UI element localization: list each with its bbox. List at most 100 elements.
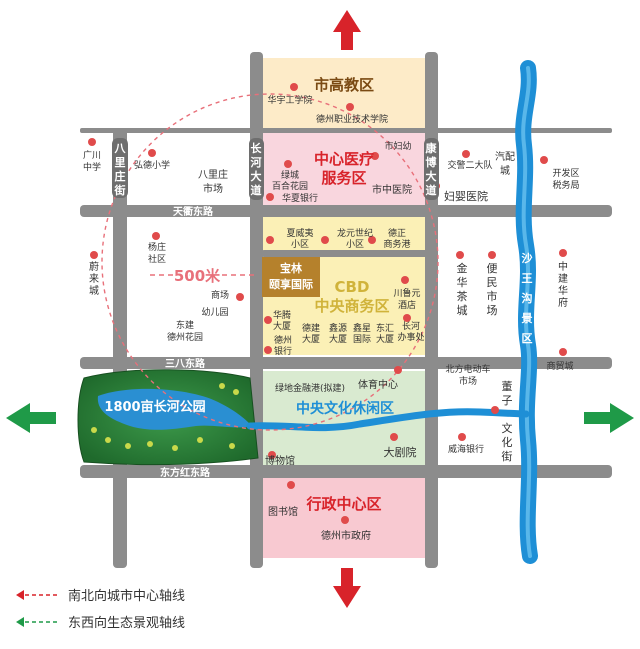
poi-xinyuan: 鑫源 <box>329 322 347 334</box>
road-label-sanba: 三八东路 <box>165 357 206 370</box>
poi-xiaweiyi-1: 夏威夷 <box>286 227 313 239</box>
river-shawang-highlight <box>521 66 532 558</box>
svg-text:城: 城 <box>457 304 468 317</box>
poi-huateng: 华腾 <box>273 309 291 321</box>
svg-text:府: 府 <box>558 296 568 309</box>
arrow-east <box>584 403 634 433</box>
svg-text:道: 道 <box>426 183 437 197</box>
zone-medical-bg <box>262 132 426 211</box>
poi-lvcheng-2: 百合花园 <box>272 180 308 192</box>
river-culture <box>246 408 530 432</box>
poi-labels: 华宇工学院 德州职业技术学院 市妇幼 市中医院 绿城 百合花园 华夏银行 交警二… <box>83 94 580 542</box>
poi-shizhongyiyuan: 市中医院 <box>372 183 412 196</box>
poi-guangchuan-1: 广川 <box>83 149 101 161</box>
svg-text:建: 建 <box>558 272 568 285</box>
svg-text:办事处: 办事处 <box>397 331 424 343</box>
poi-vertical-labels: 蔚 来 城 金 华 茶 城 便 民 市 场 中 建 华 府 <box>89 260 568 317</box>
svg-text:沙: 沙 <box>522 252 533 265</box>
svg-text:文: 文 <box>502 421 513 435</box>
poi-shangmao: 商贸城 <box>546 360 573 372</box>
poi-theatre: 大剧院 <box>384 445 417 459</box>
project-block <box>262 257 320 297</box>
svg-text:国际: 国际 <box>353 334 371 345</box>
poi-yangzhuang-2: 社区 <box>148 253 166 265</box>
road-tianqu <box>80 205 612 217</box>
svg-text:市: 市 <box>487 289 498 303</box>
svg-text:城: 城 <box>89 285 99 297</box>
radius-label: 500米 <box>174 267 221 285</box>
svg-text:街: 街 <box>114 183 126 197</box>
poi-library: 图书馆 <box>268 505 298 518</box>
poi-weihai-bank: 威海银行 <box>448 443 484 455</box>
poi-changhe-office: 长河 <box>402 320 420 332</box>
svg-text:王: 王 <box>522 272 533 285</box>
poi-lvdi: 绿地金融港(拟建) <box>275 382 345 394</box>
svg-text:董: 董 <box>502 380 513 393</box>
zone-medical-title-2: 服务区 <box>321 169 366 187</box>
svg-text:八: 八 <box>114 142 127 155</box>
svg-text:大: 大 <box>251 169 262 183</box>
svg-text:沟: 沟 <box>522 291 533 305</box>
poi-market: 商场 <box>211 289 229 301</box>
zone-education-bg <box>262 58 426 130</box>
poi-dongjian-2: 德州花园 <box>167 331 203 343</box>
road-label-kangbo: 康 博 大 道 <box>424 138 439 200</box>
svg-text:茶: 茶 <box>457 290 468 303</box>
poi-xinxing: 鑫星 <box>353 322 371 334</box>
poi-qipei-2: 城 <box>500 165 510 177</box>
poi-jiaojing: 交警二大队 <box>447 159 492 171</box>
road-dongfanghong <box>80 465 612 478</box>
svg-text:博: 博 <box>426 155 437 169</box>
svg-text:道: 道 <box>251 183 262 197</box>
cbd-building-labels: 华腾 大厦 德建 大厦 鑫源 大厦 鑫星 国际 东汇 大厦 德州 银行 长河 办… <box>273 309 425 357</box>
poi-balizhuang-market-1: 八里庄 <box>198 168 228 181</box>
road-label-dongzi: 董 子 文 化 街 <box>502 380 513 463</box>
zone-cbd-title-1: CBD <box>335 278 370 296</box>
poi-donghui: 东汇 <box>376 322 394 334</box>
svg-text:大厦: 大厦 <box>302 333 320 345</box>
svg-text:里: 里 <box>115 156 126 169</box>
svg-text:大厦: 大厦 <box>329 333 347 345</box>
poi-dezhou-vocational: 德州职业技术学院 <box>316 113 388 125</box>
poi-longyuan-1: 龙元世纪 <box>337 227 373 239</box>
poi-museum: 博物馆 <box>265 454 295 467</box>
road-label-dongfanghong: 东方红东路 <box>160 466 211 479</box>
svg-text:来: 来 <box>89 273 99 285</box>
svg-text:化: 化 <box>502 435 513 449</box>
poi-balizhuang-market-2: 市场 <box>203 182 223 195</box>
zone-culture-title: 中央文化休闲区 <box>296 400 394 417</box>
poi-kaifaqu-1: 开发区 <box>552 167 579 179</box>
poi-yangzhuang-1: 杨庄 <box>148 241 166 253</box>
poi-hongde: 弘德小学 <box>134 159 170 171</box>
poi-weilai: 蔚 <box>89 261 99 273</box>
legend: 南北向城市中心轴线 东西向生态景观轴线 <box>16 588 185 631</box>
park-title: 1800亩长河公园 <box>104 399 205 415</box>
legend-ew: 东西向生态景观轴线 <box>68 615 185 631</box>
svg-text:大厦: 大厦 <box>273 320 291 332</box>
svg-text:银行: 银行 <box>274 345 292 357</box>
poi-ev-market-1: 北方电动车 <box>445 363 490 375</box>
svg-text:大厦: 大厦 <box>376 333 394 345</box>
poi-guangchuan-2: 中学 <box>83 161 101 173</box>
svg-text:华: 华 <box>457 275 468 289</box>
svg-text:大: 大 <box>426 169 437 183</box>
poi-huayu: 华宇工学院 <box>267 94 312 106</box>
svg-text:景: 景 <box>521 312 533 325</box>
svg-text:民: 民 <box>487 276 498 289</box>
poi-kaifaqu-2: 税务局 <box>552 179 579 191</box>
arrow-west <box>6 403 56 433</box>
poi-huaxia-bank: 华夏银行 <box>282 192 318 204</box>
park-trees <box>91 383 239 451</box>
radius-500m-circle <box>101 93 439 431</box>
zone-admin-title: 行政中心区 <box>305 495 381 513</box>
arrow-south <box>333 568 361 608</box>
zone-cbd-title-2: 中央商务区 <box>314 297 389 315</box>
road-label-balizhuang: 八 里 庄 街 <box>112 138 128 198</box>
svg-text:长: 长 <box>251 141 263 155</box>
poi-longyuan-2: 小区 <box>346 239 364 250</box>
road-changhe <box>250 52 263 568</box>
poi-dezheng-1: 德正 <box>388 227 406 239</box>
poi-sports: 体育中心 <box>358 378 398 391</box>
poi-xiaweiyi-2: 小区 <box>291 239 309 250</box>
